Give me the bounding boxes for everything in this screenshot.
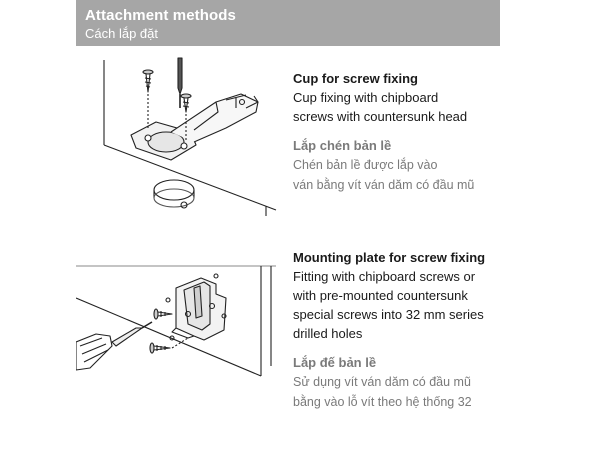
cup-fixing-vi-line-1: Chén bản lề được lắp vào bbox=[293, 158, 438, 172]
header-title: Attachment methods bbox=[85, 7, 236, 24]
cup-fixing-vi-heading: Lắp chén bản lề bbox=[293, 138, 392, 153]
header-subtitle: Cách lắp đặt bbox=[85, 26, 158, 41]
mounting-plate-line-4: drilled holes bbox=[293, 326, 363, 341]
mounting-plate-drawing bbox=[76, 265, 276, 377]
mounting-plate-line-3: special screws into 32 mm series bbox=[293, 307, 484, 322]
cup-fixing-vi-line-2: ván bằng vít ván dăm có đầu mũ bbox=[293, 178, 475, 192]
mounting-plate-line-1: Fitting with chipboard screws or bbox=[293, 269, 476, 284]
cup-hinge-illustration bbox=[76, 50, 286, 220]
mounting-plate-illustration bbox=[76, 258, 286, 428]
cup-fixing-line-2: screws with countersunk head bbox=[293, 109, 468, 124]
cup-hinge-drawing bbox=[103, 57, 277, 216]
mounting-plate-vi-line-2: bằng vào lỗ vít theo hệ thống 32 bbox=[293, 395, 472, 409]
mounting-plate-section: Mounting plate for screw fixing Fitting … bbox=[293, 248, 508, 412]
cup-fixing-heading: Cup for screw fixing bbox=[293, 71, 418, 86]
cup-fixing-line-1: Cup fixing with chipboard bbox=[293, 90, 439, 105]
mounting-plate-heading: Mounting plate for screw fixing bbox=[293, 250, 486, 265]
mounting-plate-vi-heading: Lắp đế bản lề bbox=[293, 355, 377, 370]
section-header: Attachment methods Cách lắp đặt bbox=[76, 0, 500, 46]
mounting-plate-line-2: with pre-mounted countersunk bbox=[293, 288, 468, 303]
cup-fixing-section: Cup for screw fixing Cup fixing with chi… bbox=[293, 69, 508, 195]
mounting-plate-vi-line-1: Sử dụng vít ván dăm có đầu mũ bbox=[293, 375, 471, 389]
